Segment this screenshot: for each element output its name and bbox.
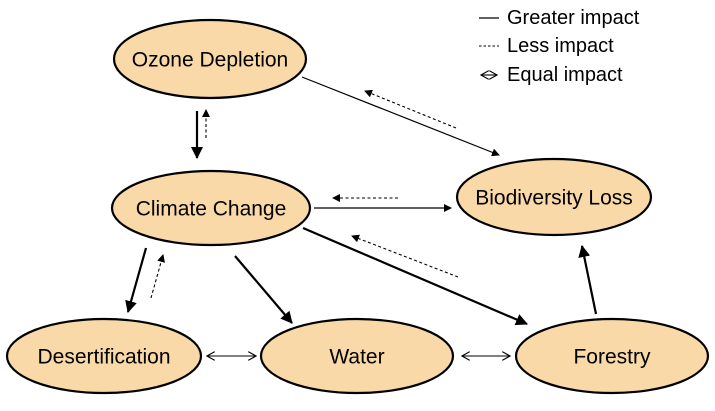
node-water: Water xyxy=(259,317,455,395)
edge-climate-to-forestry xyxy=(302,226,528,326)
node-biodiversity-loss-shape xyxy=(455,157,653,237)
edge-desertification-to-climate xyxy=(150,254,165,299)
node-desertification-shape xyxy=(5,317,203,395)
edges xyxy=(125,76,598,356)
node-climate-change-label: Climate Change xyxy=(136,198,287,221)
edge-forestry-to-biodiversity xyxy=(578,245,598,315)
edge-climate-to-desertification xyxy=(125,247,148,313)
node-forestry: Forestry xyxy=(514,317,710,395)
edge-climate-to-water xyxy=(234,255,293,324)
node-biodiversity-loss: Biodiversity Loss xyxy=(455,157,653,237)
node-climate-change-shape xyxy=(110,169,312,247)
edge-biodiversity-to-ozone xyxy=(364,89,457,129)
node-desertification: Desertification xyxy=(5,317,203,395)
node-forestry-label: Forestry xyxy=(573,346,651,369)
node-ozone-depletion-shape xyxy=(112,18,308,100)
legend-equal-label: Equal impact xyxy=(507,64,623,86)
legend: Greater impact Less impact Equal impact xyxy=(479,7,640,86)
node-ozone-depletion: Ozone Depletion xyxy=(112,18,308,100)
node-forestry-shape xyxy=(514,317,710,395)
node-ozone-depletion-label: Ozone Depletion xyxy=(132,49,288,72)
legend-less-label: Less impact xyxy=(507,35,614,57)
node-biodiversity-loss-label: Biodiversity Loss xyxy=(475,187,633,210)
legend-greater-label: Greater impact xyxy=(507,7,640,29)
node-water-label: Water xyxy=(329,346,384,369)
node-water-shape xyxy=(259,317,455,395)
node-climate-change: Climate Change xyxy=(110,169,312,247)
edge-forestry-to-climate xyxy=(351,234,459,278)
node-desertification-label: Desertification xyxy=(37,346,170,369)
edge-ozone-to-biodiversity xyxy=(301,76,500,157)
